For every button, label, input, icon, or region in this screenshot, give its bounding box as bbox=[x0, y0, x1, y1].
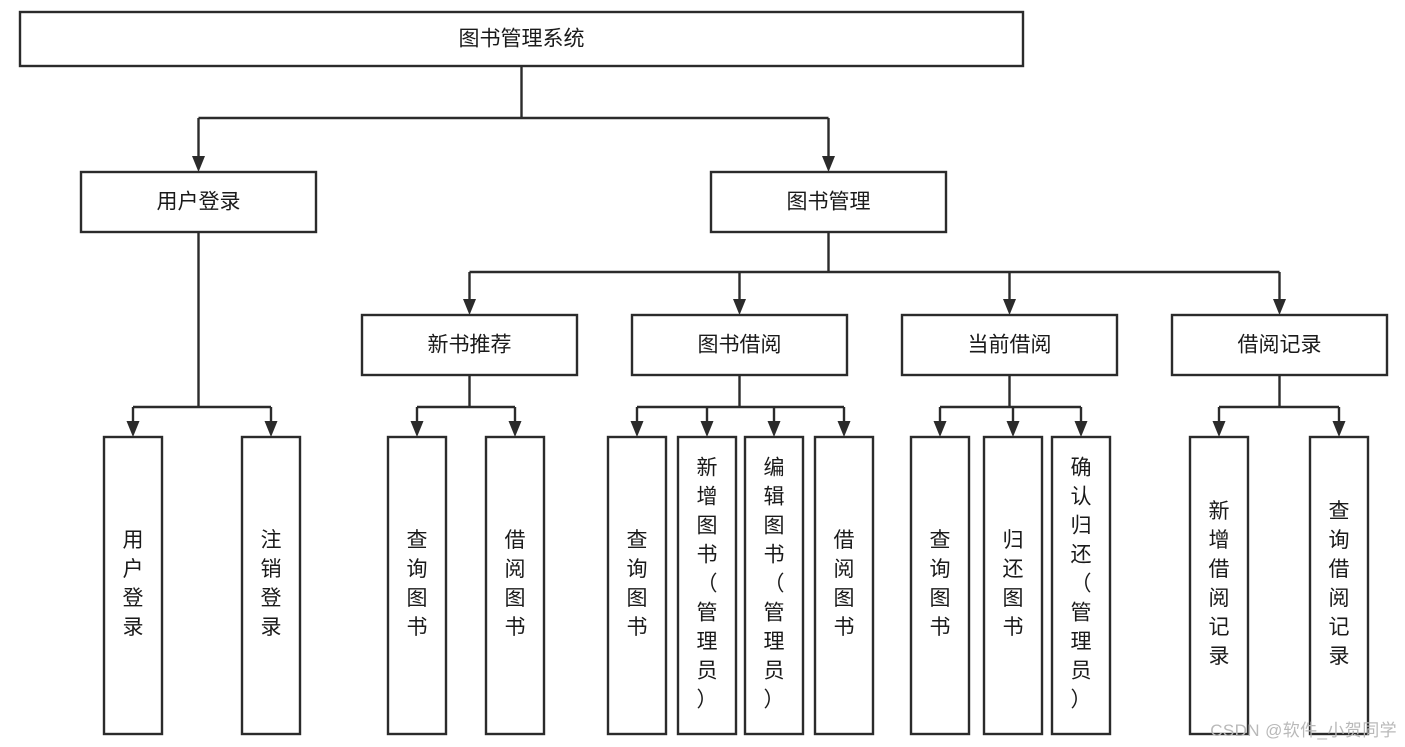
node-leaf-borrow-book-1-box[interactable] bbox=[484, 435, 546, 736]
arrow-head-icon bbox=[1212, 421, 1226, 437]
node-leaf-query-book-2-label: 查询图书 bbox=[627, 529, 648, 639]
node-leaf-query-book-1[interactable]: 查询图书 bbox=[386, 435, 448, 736]
node-borrow-record[interactable]: 借阅记录 bbox=[1170, 313, 1389, 377]
node-book-manage-label: 图书管理 bbox=[787, 191, 871, 214]
node-leaf-confirm-return-box[interactable] bbox=[1050, 435, 1112, 736]
node-leaf-add-record-box[interactable] bbox=[1188, 435, 1250, 736]
node-leaf-return-book[interactable]: 归还图书 bbox=[982, 435, 1044, 736]
node-leaf-query-book-1-box[interactable] bbox=[386, 435, 448, 736]
arrow-head-icon bbox=[837, 421, 851, 437]
node-user-login-box[interactable] bbox=[79, 170, 318, 234]
arrow-head-icon bbox=[1332, 421, 1346, 437]
node-leaf-query-book-3[interactable]: 查询图书 bbox=[909, 435, 971, 736]
arrow-head-icon bbox=[264, 421, 278, 437]
node-leaf-logout-login-label: 注销登录 bbox=[261, 529, 282, 639]
node-book-borrow-box[interactable] bbox=[630, 313, 849, 377]
arrow-head-icon bbox=[463, 299, 476, 315]
node-leaf-query-book-1-label: 查询图书 bbox=[407, 529, 428, 639]
node-leaf-borrow-book-1[interactable]: 借阅图书 bbox=[484, 435, 546, 736]
node-root-box[interactable] bbox=[18, 10, 1025, 68]
node-new-book-recommend[interactable]: 新书推荐 bbox=[360, 313, 579, 377]
arrow-head-icon bbox=[126, 421, 140, 437]
arrow-head-icon bbox=[630, 421, 644, 437]
arrow-head-icon bbox=[410, 421, 424, 437]
arrow-head-icon bbox=[508, 421, 522, 437]
node-root[interactable]: 图书管理系统 bbox=[18, 10, 1025, 68]
node-leaf-query-book-2-box[interactable] bbox=[606, 435, 668, 736]
arrow-head-icon bbox=[767, 421, 781, 437]
node-leaf-edit-book[interactable]: 编辑图书（管理员） bbox=[743, 435, 805, 736]
node-leaf-user-login-box[interactable] bbox=[102, 435, 164, 736]
node-leaf-user-login[interactable]: 用户登录 bbox=[102, 435, 164, 736]
node-leaf-logout-login[interactable]: 注销登录 bbox=[240, 435, 302, 736]
node-leaf-add-book-label: 新增图书（管理员） bbox=[697, 457, 718, 712]
connectors-layer bbox=[126, 66, 1346, 437]
node-leaf-user-login-label: 用户登录 bbox=[123, 529, 144, 639]
watermark-label: CSDN @软件_小贺同学 bbox=[1210, 721, 1397, 740]
node-leaf-confirm-return-label: 确认归还（管理员） bbox=[1071, 457, 1092, 712]
node-leaf-borrow-book-2-label: 借阅图书 bbox=[834, 529, 855, 639]
node-book-borrow[interactable]: 图书借阅 bbox=[630, 313, 849, 377]
arrow-head-icon bbox=[822, 156, 835, 172]
arrow-head-icon bbox=[192, 156, 205, 172]
node-current-borrow-label: 当前借阅 bbox=[968, 334, 1052, 357]
node-new-book-recommend-label: 新书推荐 bbox=[428, 334, 512, 357]
node-new-book-recommend-box[interactable] bbox=[360, 313, 579, 377]
node-leaf-return-book-box[interactable] bbox=[982, 435, 1044, 736]
arrow-head-icon bbox=[733, 299, 746, 315]
node-root-label: 图书管理系统 bbox=[459, 28, 585, 51]
node-book-manage-box[interactable] bbox=[709, 170, 948, 234]
nodes-layer: 图书管理系统用户登录图书管理新书推荐图书借阅当前借阅借阅记录用户登录注销登录查询… bbox=[18, 10, 1389, 736]
node-leaf-edit-book-label: 编辑图书（管理员） bbox=[764, 457, 785, 712]
node-borrow-record-label: 借阅记录 bbox=[1238, 334, 1322, 357]
node-leaf-query-book-2[interactable]: 查询图书 bbox=[606, 435, 668, 736]
arrow-head-icon bbox=[700, 421, 714, 437]
arrow-head-icon bbox=[1006, 421, 1020, 437]
arrow-head-icon bbox=[1003, 299, 1016, 315]
node-borrow-record-box[interactable] bbox=[1170, 313, 1389, 377]
node-book-borrow-label: 图书借阅 bbox=[698, 334, 782, 357]
node-leaf-logout-login-box[interactable] bbox=[240, 435, 302, 736]
node-leaf-query-book-3-label: 查询图书 bbox=[930, 529, 951, 639]
node-leaf-add-record-label: 新增借阅记录 bbox=[1209, 500, 1230, 668]
node-leaf-add-record[interactable]: 新增借阅记录 bbox=[1188, 435, 1250, 736]
node-leaf-edit-book-box[interactable] bbox=[743, 435, 805, 736]
node-current-borrow[interactable]: 当前借阅 bbox=[900, 313, 1119, 377]
node-leaf-confirm-return[interactable]: 确认归还（管理员） bbox=[1050, 435, 1112, 736]
node-current-borrow-box[interactable] bbox=[900, 313, 1119, 377]
arrow-head-icon bbox=[1273, 299, 1286, 315]
node-leaf-borrow-book-2[interactable]: 借阅图书 bbox=[813, 435, 875, 736]
node-user-login[interactable]: 用户登录 bbox=[79, 170, 318, 234]
arrow-head-icon bbox=[1074, 421, 1088, 437]
node-leaf-query-record[interactable]: 查询借阅记录 bbox=[1308, 435, 1370, 736]
node-leaf-query-book-3-box[interactable] bbox=[909, 435, 971, 736]
node-leaf-return-book-label: 归还图书 bbox=[1003, 529, 1024, 639]
node-user-login-label: 用户登录 bbox=[157, 191, 241, 214]
node-leaf-query-record-box[interactable] bbox=[1308, 435, 1370, 736]
node-book-manage[interactable]: 图书管理 bbox=[709, 170, 948, 234]
node-leaf-borrow-book-1-label: 借阅图书 bbox=[505, 529, 526, 639]
node-leaf-add-book[interactable]: 新增图书（管理员） bbox=[676, 435, 738, 736]
node-leaf-query-record-label: 查询借阅记录 bbox=[1329, 500, 1350, 668]
node-leaf-borrow-book-2-box[interactable] bbox=[813, 435, 875, 736]
arrow-head-icon bbox=[933, 421, 947, 437]
node-leaf-add-book-box[interactable] bbox=[676, 435, 738, 736]
